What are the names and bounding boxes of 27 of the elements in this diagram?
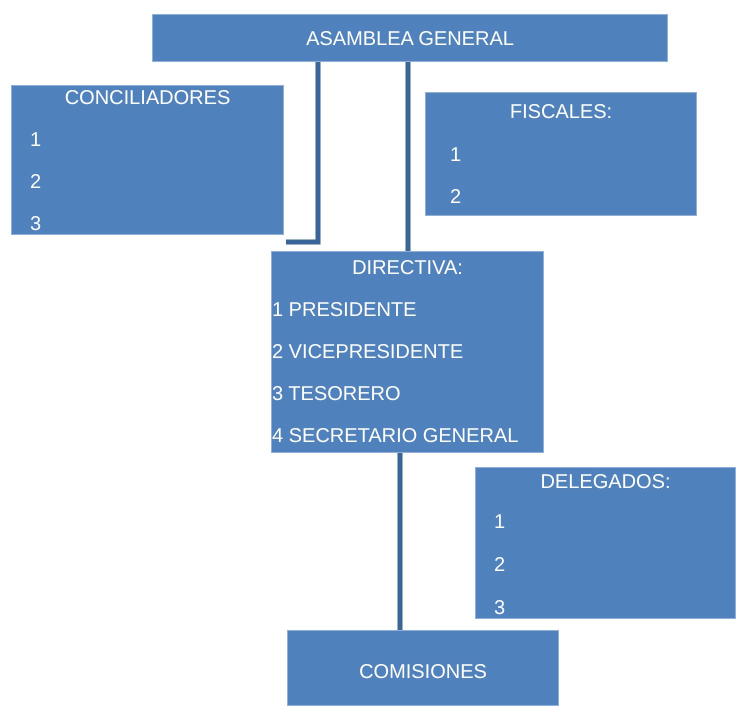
box-heading: DELEGADOS: <box>539 470 672 494</box>
org-box <box>475 467 736 619</box>
box-heading: DIRECTIVA: <box>351 256 464 280</box>
list-item: 1 <box>30 128 42 152</box>
box-heading: CONCILIADORES <box>64 86 232 110</box>
list-item: 3 <box>30 212 42 236</box>
connector-line <box>406 62 410 251</box>
list-item: 2 <box>450 185 462 209</box>
list-item: 3 <box>494 596 506 620</box>
org-box <box>425 92 697 216</box>
org-box <box>152 14 668 62</box>
box-heading: ASAMBLEA GENERAL <box>305 27 515 51</box>
list-item: 1 <box>494 510 506 534</box>
list-item: 3 TESORERO <box>272 382 401 406</box>
box-heading: FISCALES: <box>508 100 614 124</box>
org-box <box>11 85 284 235</box>
org-box <box>271 251 544 453</box>
list-item: 2 <box>30 170 42 194</box>
box-heading: COMISIONES <box>358 660 488 684</box>
list-item: 4 SECRETARIO GENERAL <box>272 424 518 448</box>
list-item: 1 PRESIDENTE <box>272 298 416 322</box>
list-item: 2 VICEPRESIDENTE <box>272 340 464 364</box>
list-item: 2 <box>494 553 506 577</box>
org-box <box>287 630 559 706</box>
list-item: 1 <box>450 143 462 167</box>
connector-line <box>286 62 320 244</box>
connector-line <box>398 453 402 630</box>
